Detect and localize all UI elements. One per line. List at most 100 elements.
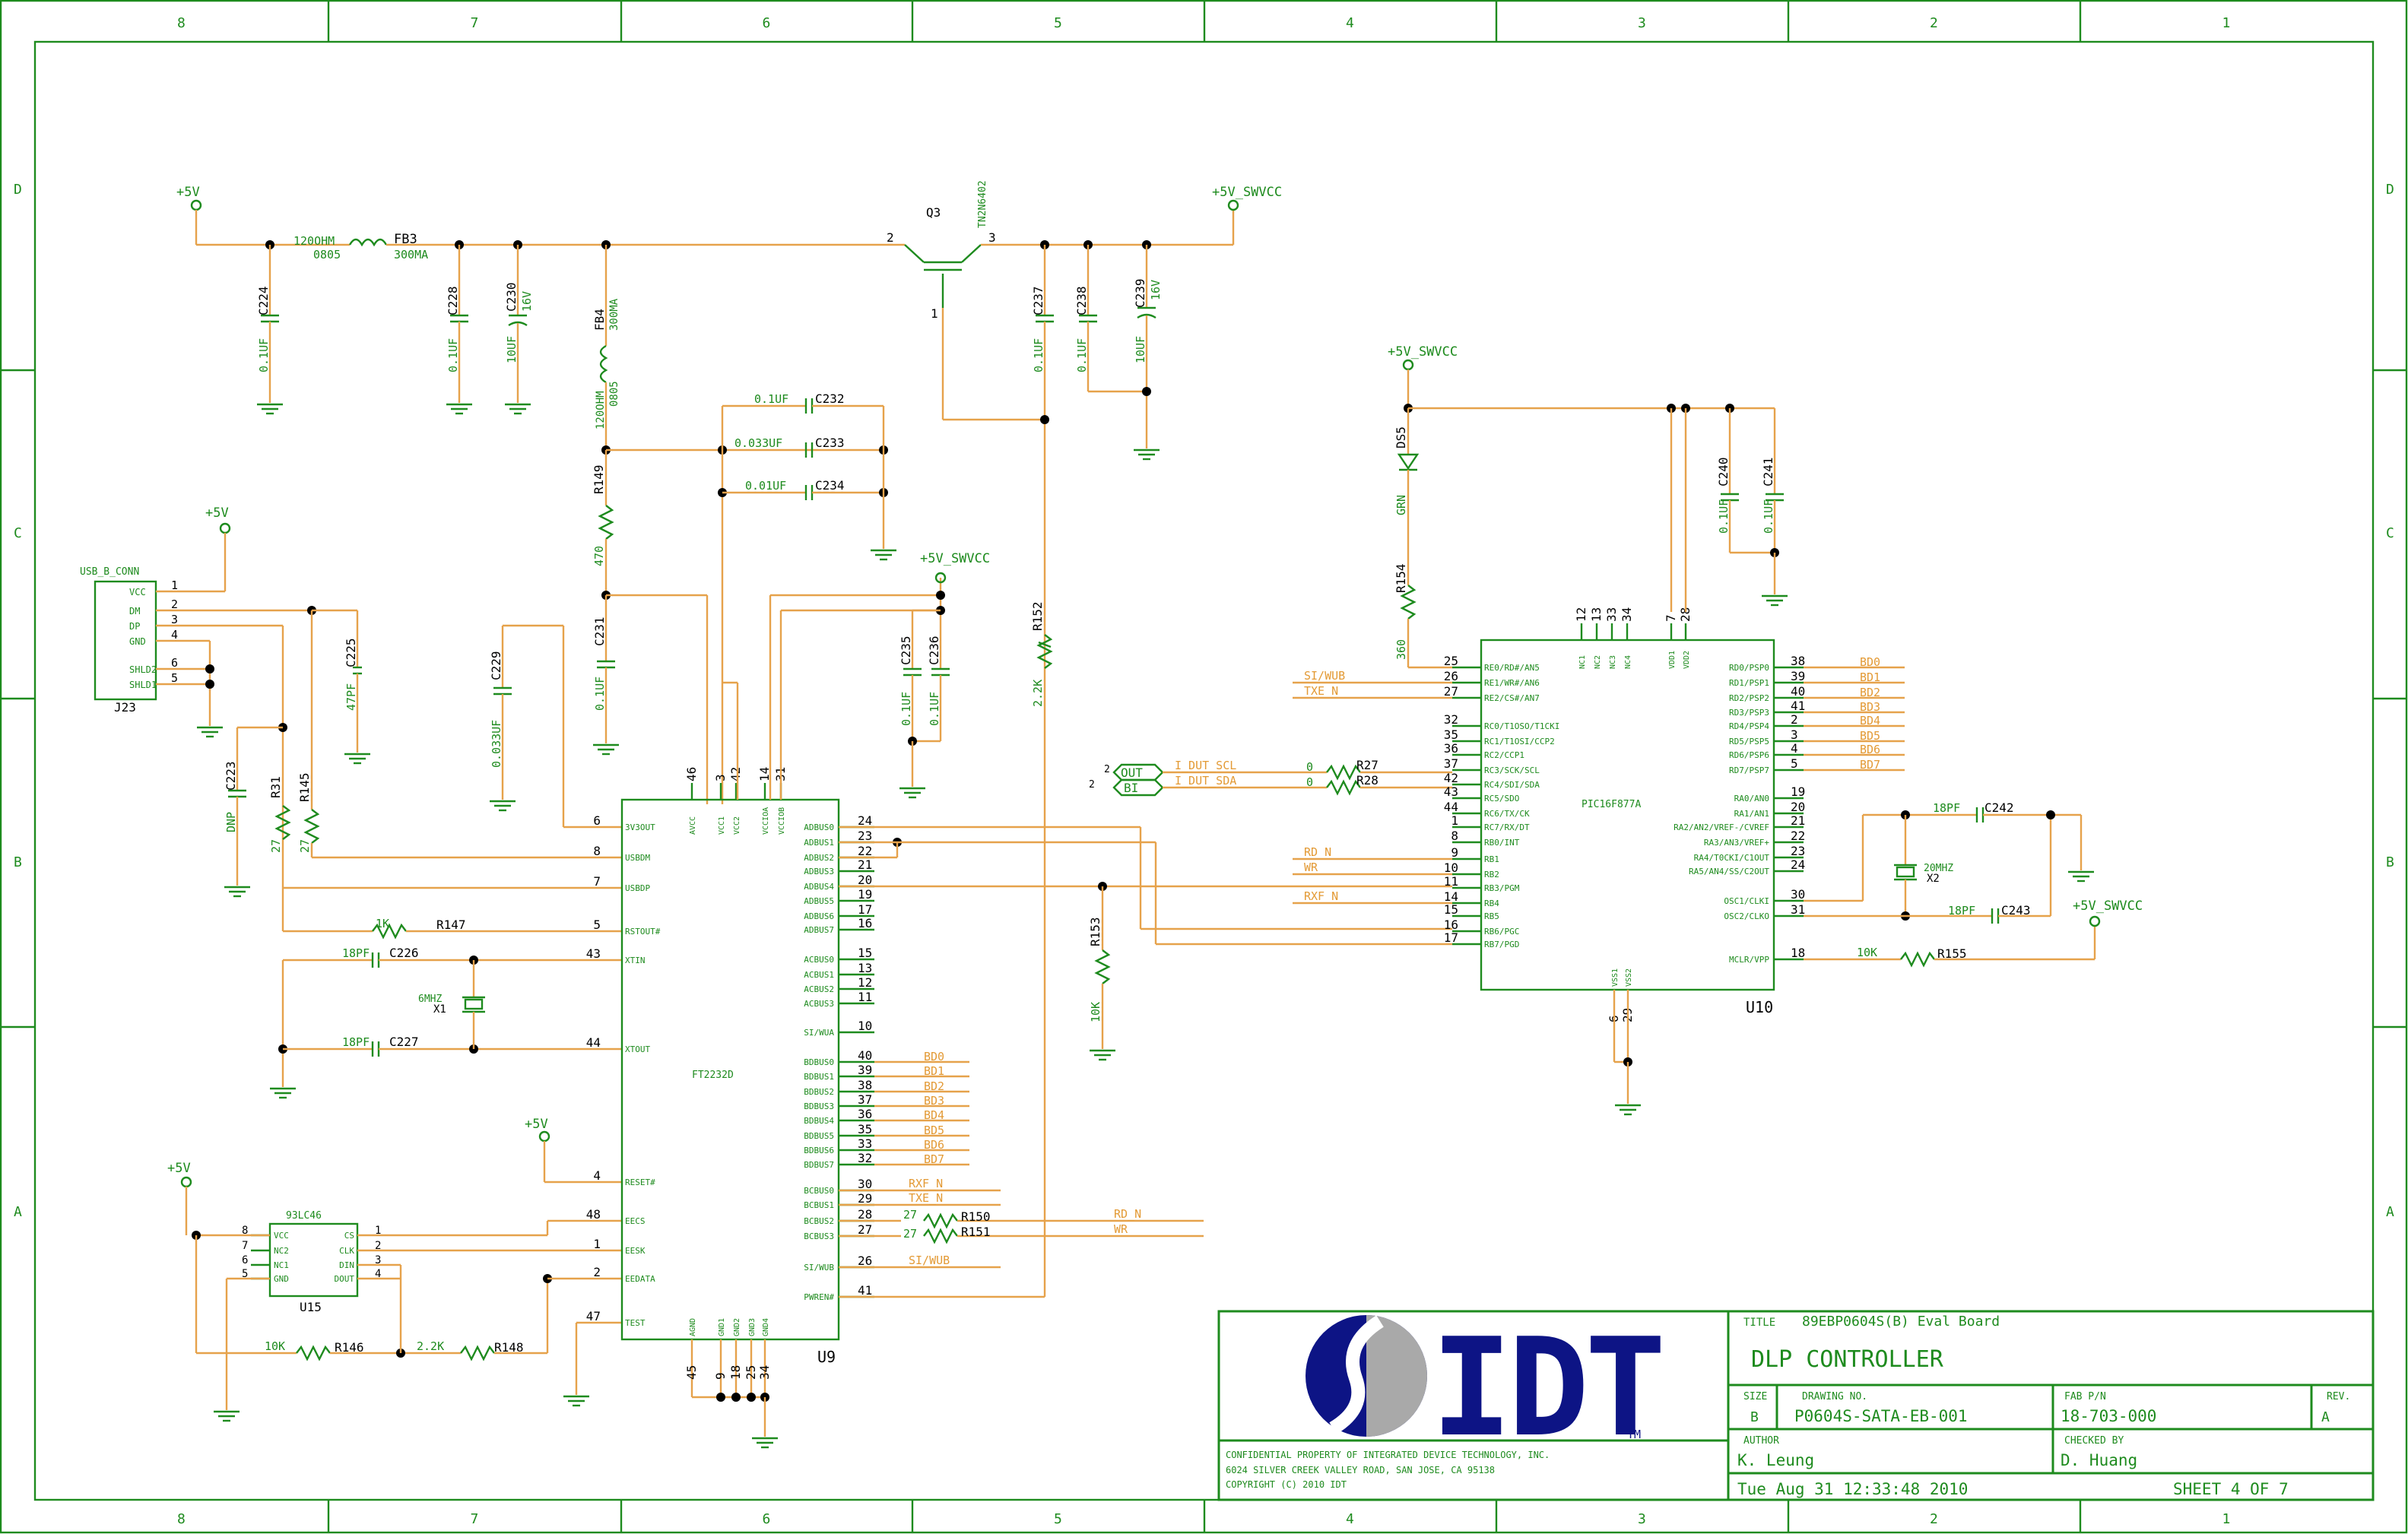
c235-value: 0.1UF (899, 692, 913, 726)
u10-pin-number: 27 (1444, 684, 1458, 699)
u10-rd-net: BD0 (1860, 655, 1880, 669)
u10-pin-number: 34 (1620, 607, 1634, 622)
u10-pin-number: 28 (1678, 607, 1693, 622)
u10-pin-name: RC2/CCP1 (1484, 750, 1524, 760)
u9-pin-number: 19 (858, 887, 872, 902)
u9-pin-name: RSTOUT# (625, 927, 661, 937)
zone-col-top: 5 (1054, 15, 1062, 31)
u9-pin-number: 4 (593, 1168, 601, 1183)
i2c-interface: OUT BI 2 2 I_DUT_SCL I_DUT_SDA 0 0 R27 R… (1089, 758, 1452, 797)
zone-col-bottom: 1 (2222, 1511, 2231, 1527)
print-date: Tue Aug 31 12:33:48 2010 (1737, 1480, 1968, 1498)
j23-pin-number: 5 (171, 671, 178, 685)
c225-value: 47PF (344, 683, 358, 711)
label-5v-top: +5V (176, 185, 200, 200)
c242-value: 18PF (1933, 801, 1960, 815)
u9-pin-name: GND3 (748, 1318, 757, 1336)
c240-ref: C240 (1716, 457, 1731, 487)
u9-pin-name: BCBUS1 (804, 1200, 834, 1210)
c226-ref: C226 (389, 946, 419, 960)
u9-bd-net: BD4 (924, 1108, 944, 1122)
c227-ref: C227 (389, 1035, 419, 1049)
u9-pin-name: TEST (625, 1318, 646, 1328)
r153-ref: R153 (1088, 917, 1102, 946)
j23-pin-number: 6 (171, 656, 178, 670)
u9-bc-net: TXE_N (909, 1191, 943, 1205)
u9-pin-number: 46 (684, 767, 699, 781)
u9-pin-number: 12 (858, 975, 872, 990)
zone-row-left: D (14, 182, 22, 198)
u9-pin-number: 22 (858, 844, 872, 858)
u10-rd-net: BD6 (1860, 743, 1880, 756)
label-swvcc-top: +5V_SWVCC (1212, 185, 1282, 200)
u9-pin-number: 1 (593, 1237, 601, 1251)
u15-ref: U15 (300, 1300, 322, 1314)
fab-pn: 18-703-000 (2061, 1407, 2156, 1425)
u10-rd-net: BD5 (1860, 729, 1880, 743)
j23-pin-name: DP (129, 621, 140, 632)
u9-bc-net: WR (1114, 1222, 1128, 1236)
c233-value: 0.033UF (734, 436, 782, 450)
u10-pin-name: RB3/PGM (1484, 883, 1520, 893)
r154-value: 360 (1394, 639, 1408, 660)
r151-value: 27 (903, 1227, 917, 1241)
r150-ref: R150 (961, 1209, 991, 1224)
u9-pin-number: 41 (858, 1283, 872, 1298)
u9-bd-net: BD5 (924, 1124, 944, 1137)
u9-pin-name: BDBUS0 (804, 1057, 834, 1067)
u9-pin-number: 6 (593, 813, 601, 828)
i2c-pin-b: 2 (1089, 779, 1095, 791)
u15-part: 93LC46 (286, 1210, 322, 1222)
u9-pin-number: 43 (586, 946, 601, 961)
u9-pin-number: 8 (593, 844, 601, 858)
r154-ref: R154 (1394, 563, 1408, 593)
u15-pin-number: 8 (242, 1225, 248, 1237)
u9-pin-name: XTOUT (625, 1044, 650, 1054)
u10-pin-name: RA2/AN2/VREF-/CVREF (1674, 822, 1769, 832)
u10-pin-number: 41 (1791, 699, 1805, 713)
zone-col-bottom: 8 (177, 1511, 186, 1527)
u9-pin-name: ADBUS0 (804, 822, 834, 832)
u9-pin-number: 17 (858, 902, 872, 917)
i2c-scl-net: I_DUT_SCL (1175, 759, 1236, 772)
u9-pin-number: 20 (858, 873, 872, 887)
u9-pin-name: ADBUS3 (804, 867, 834, 876)
u9-pin-name: SI/WUB (804, 1263, 834, 1273)
q3-pin1: 1 (931, 306, 938, 321)
u9-pin-number: 34 (757, 1365, 772, 1380)
u9-pin-name: RESET# (625, 1177, 655, 1187)
i2c-pin-a: 2 (1104, 764, 1110, 775)
zone-row-right: C (2386, 525, 2394, 541)
c233-ref: C233 (815, 436, 845, 450)
u9-pin-number: 29 (858, 1191, 872, 1206)
u9-pin-name: XTIN (625, 956, 646, 965)
u10-pin-name: NC4 (1624, 655, 1632, 669)
j23-pin-name: SHLD2 (129, 664, 157, 675)
u15-pin-name: NC1 (274, 1260, 289, 1270)
size-value: B (1750, 1409, 1759, 1425)
drawing-label: DRAWING NO. (1802, 1391, 1867, 1402)
checked-name: D. Huang (2061, 1451, 2137, 1469)
u9-pin-name: ACBUS2 (804, 984, 834, 994)
zone-col-bottom: 7 (471, 1511, 479, 1527)
u10-pin-name: RD5/PSP5 (1729, 737, 1769, 746)
j23-pin-number: 2 (171, 597, 178, 611)
zone-col-top: 7 (471, 15, 479, 31)
x1-value: 6MHZ (418, 994, 442, 1005)
j23-pin-name: SHLD1 (129, 680, 157, 690)
u15-pin-number: 7 (242, 1240, 248, 1252)
author-name: K. Leung (1737, 1451, 1814, 1469)
u9-bd-net: BD2 (924, 1079, 944, 1093)
c229-ref: C229 (489, 651, 503, 680)
fb4-value: 120OHM (595, 391, 607, 429)
u10-rd-net: BD3 (1860, 700, 1880, 714)
zone-row-right: D (2386, 182, 2394, 198)
r27-value: 0 (1306, 760, 1313, 774)
c232-value: 0.1UF (754, 392, 788, 406)
label-5v-eeprom: +5V (167, 1161, 191, 1176)
u10-pin-name: RB0/INT (1484, 838, 1520, 848)
u9-pin-name: ADBUS7 (804, 925, 834, 935)
u9-pin-name: BDBUS5 (804, 1131, 834, 1141)
j23-pin-number: 4 (171, 628, 178, 642)
c239-value: 10UF (1134, 336, 1147, 363)
